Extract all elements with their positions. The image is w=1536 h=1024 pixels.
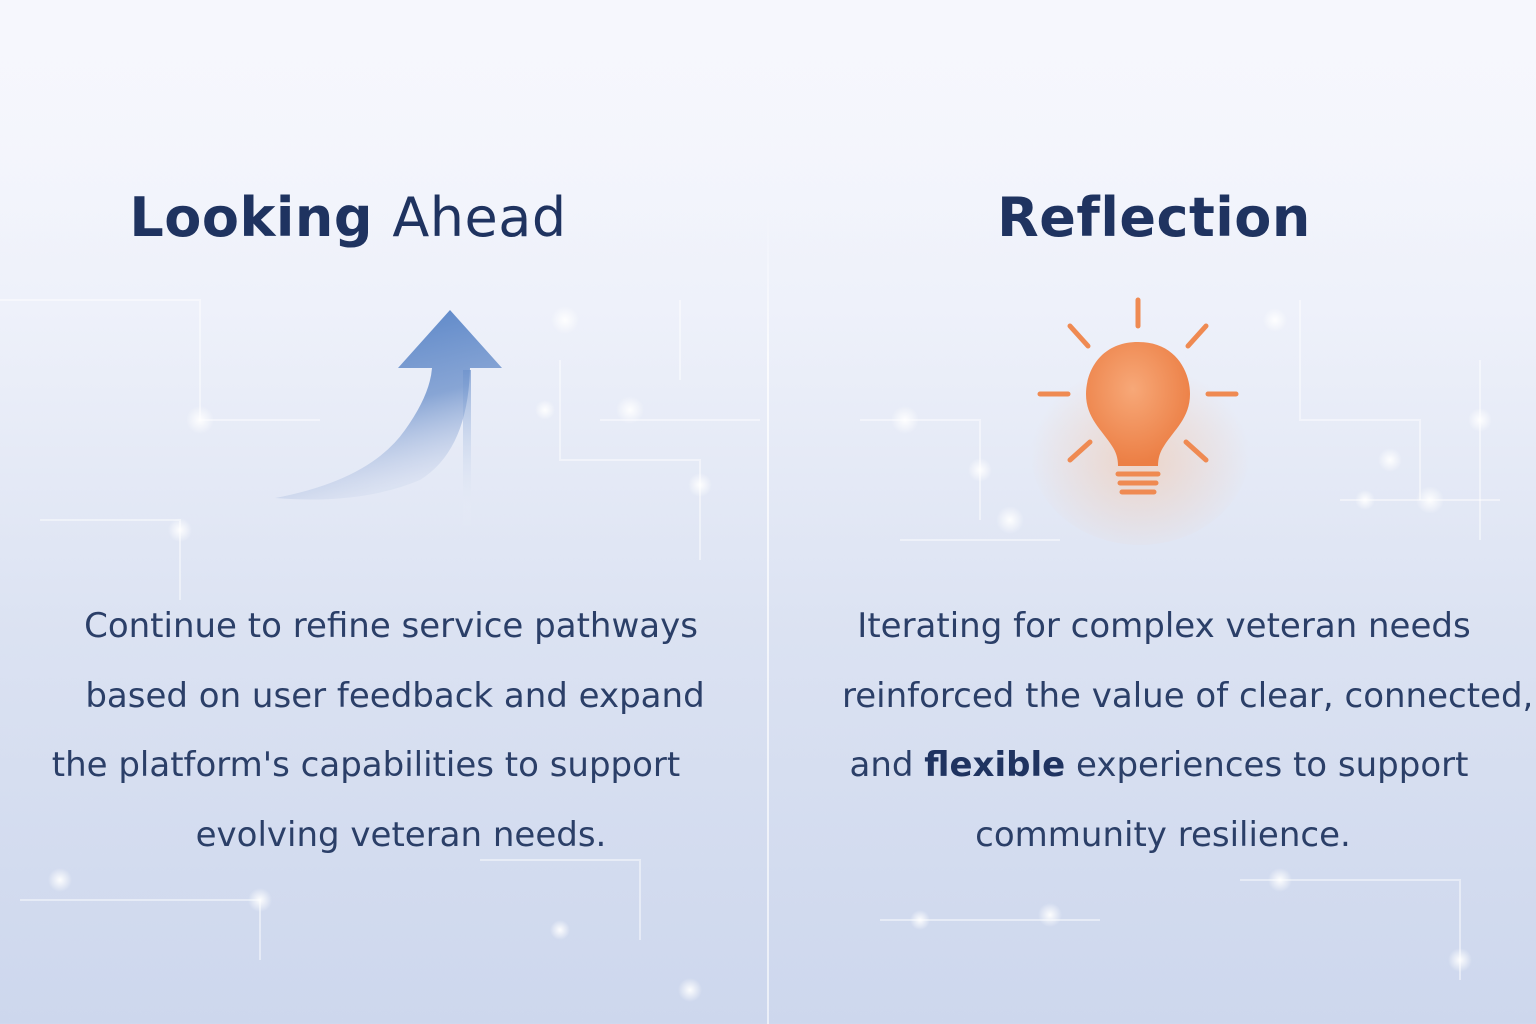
title-light-word: Ahead	[392, 186, 567, 249]
description-line-3: the platform's capabilities to support	[51, 745, 681, 785]
line-text: community resilience.	[975, 814, 1351, 855]
description-line-2: based on user feedback and expand	[85, 675, 705, 716]
reflection-description: Iterating for complex veteran needs rein…	[828, 592, 1533, 870]
description-line-4: community resilience.	[818, 801, 1508, 871]
panel-divider	[767, 210, 769, 1024]
line-text: and	[849, 745, 925, 785]
description-line-3: and flexible experiences to support	[810, 731, 1508, 801]
looking-ahead-title: Looking Ahead	[0, 182, 732, 254]
reflection-title-text: Reflection	[997, 186, 1311, 249]
emphasis-flexible: flexible	[924, 745, 1066, 785]
reflection-title: Reflection	[770, 182, 1536, 254]
reflection-panel: Reflection Iterating for complex veteran…	[768, 0, 1536, 1024]
looking-ahead-panel: Looking Ahead Continue to refine service…	[0, 182, 740, 870]
description-line-4: evolving veteran needs.	[195, 814, 607, 855]
description-line-1: Iterating for complex veteran needs	[820, 592, 1508, 662]
lightbulb-icon	[1030, 297, 1250, 545]
upward-arrow-icon	[275, 310, 502, 530]
title-bold-word: Looking	[129, 186, 374, 249]
description-line-1: Continue to refine service pathways	[84, 606, 698, 646]
line-text: reinforced the value of clear, connected…	[842, 675, 1534, 716]
line-text: Iterating for complex veteran needs	[857, 606, 1471, 646]
looking-ahead-description: Continue to refine service pathways base…	[52, 592, 740, 870]
description-line-2: reinforced the value of clear, connected…	[842, 662, 1533, 732]
line-text: experiences to support	[1065, 745, 1469, 785]
